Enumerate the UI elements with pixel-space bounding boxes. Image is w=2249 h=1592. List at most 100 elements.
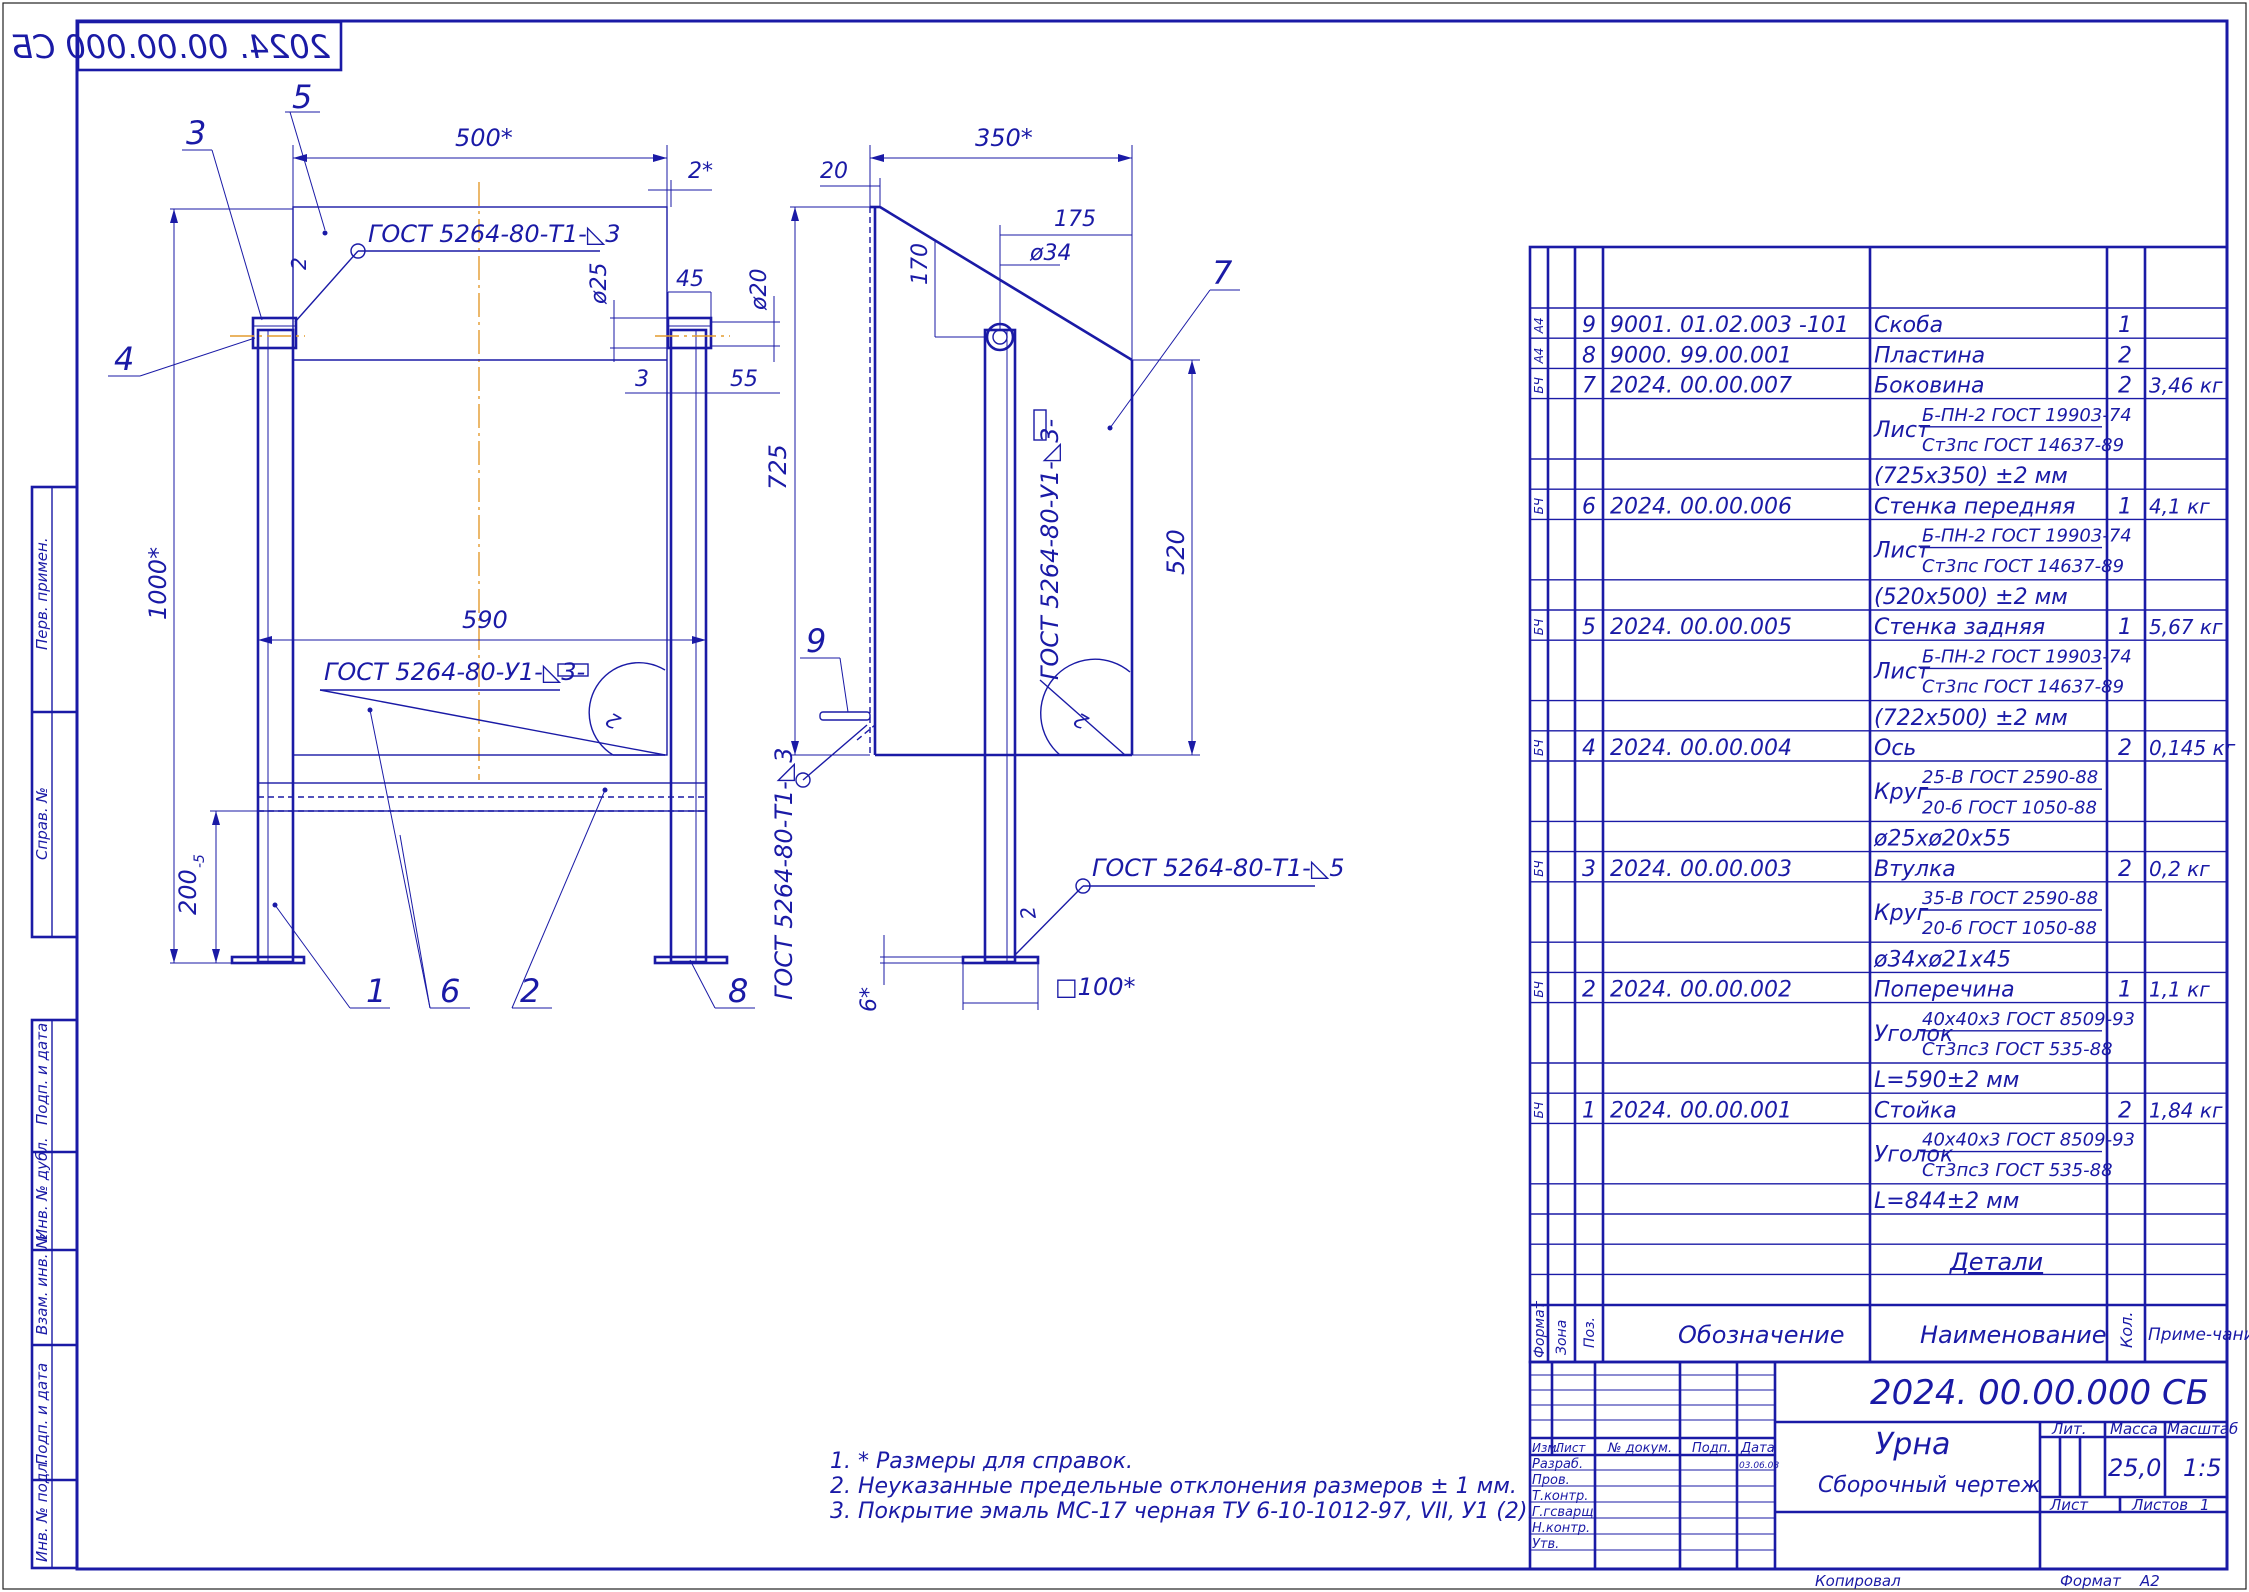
dim-sq100: □100*	[1055, 973, 1135, 1001]
dim-3: 3	[635, 367, 649, 392]
spec-cell-material-prefix: Круг	[1874, 780, 1929, 805]
spec-cell-qty: 2	[2118, 374, 2132, 399]
spec-section-title: Детали	[1949, 1248, 2043, 1276]
spec-cell-material-bottom: Ст3пс ГОСТ 14637-89	[1922, 556, 2124, 577]
spec-cell-format: БЧ	[1532, 740, 1546, 756]
spec-cell-name: Пластина	[1874, 343, 1985, 368]
title-drawing-type: Сборочный чертеж	[1818, 1473, 2041, 1498]
spec-cell-size: L=590±2 мм	[1874, 1068, 2019, 1093]
spec-cell-pos: 3	[1582, 857, 1596, 882]
spec-cell-qty: 2	[2118, 857, 2132, 882]
spec-cell-material-prefix: Уголок	[1874, 1143, 1954, 1168]
dim-2: 2*	[688, 159, 713, 184]
title-scale-value: 1:5	[2183, 1454, 2222, 1482]
spec-cell-format: БЧ	[1532, 1102, 1546, 1118]
stamp-role: Утв.	[1532, 1537, 1559, 1552]
spec-cell-format: БЧ	[1532, 860, 1546, 876]
side-stamp: Перв. примен. Справ. № Подп. и дата Инв.…	[30, 485, 79, 1570]
dim-20: 20	[820, 159, 848, 184]
spec-cell-name: Втулка	[1874, 857, 1956, 882]
dim-725: 725	[764, 444, 792, 490]
spec-cell-note: 0,145 кг	[2149, 736, 2236, 760]
spec-cell-format: А4	[1532, 317, 1546, 334]
title-lit-label: Лит.	[2051, 1420, 2087, 1438]
spec-cell-note: 0,2 кг	[2149, 857, 2210, 881]
spec-cell-material-bottom: 20-б ГОСТ 1050-88	[1922, 918, 2097, 939]
title-block: 2024. 00.00.000 СБ Урна Сборочный чертеж…	[1528, 1360, 2238, 1571]
stamp-sign: Подп.	[1692, 1441, 1731, 1456]
dim-200-tolerance: -5	[192, 854, 208, 868]
side-stamp-label: Инв. № подл.	[33, 1459, 51, 1562]
spec-cell-format: БЧ	[1532, 377, 1546, 393]
spec-cell-designation: 2024. 00.00.001	[1610, 1098, 1792, 1123]
spec-cell-pos: 8	[1582, 343, 1596, 368]
weld-note-side-base: ГОСТ 5264-80-Т1-◺5	[1092, 854, 1345, 882]
spec-cell-size: (725х350) ±2 мм	[1874, 464, 2068, 489]
title-sheet-label: Лист	[2049, 1496, 2089, 1514]
side-stamp-label: Перв. примен.	[33, 537, 51, 650]
dim-45: 45	[676, 267, 704, 292]
spec-cell-pos: 9	[1582, 313, 1596, 338]
dim-1000: 1000*	[144, 547, 172, 620]
spec-cell-designation: 2024. 00.00.002	[1610, 978, 1792, 1003]
dim-350: 350*	[975, 124, 1033, 152]
spec-cell-size: (520х500) ±2 мм	[1874, 585, 2068, 610]
side-stamp-label: Инв. № дубл.	[33, 1137, 51, 1240]
stamp-role: Н.контр.	[1532, 1521, 1590, 1536]
spec-cell-designation: 2024. 00.00.007	[1610, 374, 1792, 399]
spec-cell-pos: 2	[1582, 978, 1596, 1003]
spec-cell-name: Поперечина	[1874, 978, 2015, 1003]
dim-500: 500*	[455, 124, 513, 152]
title-product-name: Урна	[1875, 1427, 1950, 1462]
spec-cell-qty: 1	[2118, 978, 2132, 1003]
spec-cell-format: БЧ	[1532, 981, 1546, 997]
callout-4: 4	[114, 340, 134, 378]
front-view: 500* 2* 1000* 590 200 -5 ø25 45 ø	[108, 78, 780, 1010]
spec-cell-designation: 2024. 00.00.006	[1610, 494, 1792, 519]
technical-notes: 1. * Размеры для справок. 2. Неуказанные…	[830, 1449, 1534, 1524]
spec-cell-designation: 2024. 00.00.005	[1610, 615, 1792, 640]
spec-cell-material-prefix: Лист	[1873, 539, 1931, 564]
spec-cell-qty: 2	[2118, 343, 2132, 368]
dim-175: 175	[1054, 207, 1096, 232]
dim-590: 590	[462, 606, 508, 634]
callout-9: 9	[806, 622, 826, 660]
dim-55: 55	[730, 367, 758, 392]
spec-cell-designation: 2024. 00.00.004	[1610, 736, 1792, 761]
spec-cell-size: L=844±2 мм	[1874, 1189, 2019, 1214]
title-drawing-code: 2024. 00.00.000 СБ	[1870, 1373, 2209, 1413]
spec-header-name: Наименование	[1920, 1321, 2107, 1349]
side-view: 350* 20 175 170 ø34 725 520 6*	[764, 124, 1345, 1012]
title-mass-label: Масса	[2110, 1420, 2158, 1438]
spec-cell-material-top: 40х40х3 ГОСТ 8509-93	[1922, 1009, 2135, 1030]
callout-8: 8	[728, 972, 748, 1010]
stamp-role: Разраб.	[1532, 1457, 1583, 1472]
weld-sym: 2	[1015, 905, 1041, 922]
stamp-doc: № докум.	[1607, 1441, 1672, 1456]
spec-cell-name: Стенка передняя	[1874, 494, 2075, 519]
spec-cell-material-prefix: Лист	[1873, 659, 1931, 684]
stamp-izm: Изм.	[1532, 1441, 1560, 1455]
note-line: 1. * Размеры для справок.	[830, 1449, 1133, 1474]
callout-2: 2	[520, 972, 540, 1010]
dim-200: 200	[174, 869, 202, 915]
spec-cell-format: А4	[1532, 348, 1546, 365]
spec-cell-material-bottom: Ст3пс ГОСТ 14637-89	[1922, 677, 2124, 698]
weld-note-front-top: ГОСТ 5264-80-Т1-◺3	[368, 220, 621, 248]
spec-cell-pos: 7	[1582, 374, 1596, 399]
spec-cell-size: (722х500) ±2 мм	[1874, 706, 2068, 731]
spec-cell-designation: 2024. 00.00.003	[1610, 857, 1792, 882]
spec-cell-format: БЧ	[1532, 498, 1546, 514]
spec-cell-note: 1,84 кг	[2149, 1098, 2223, 1122]
weld-note-side-left: ГОСТ 5264-80-Т1-◺3	[770, 747, 798, 1000]
spec-header-format: Формат	[1532, 1300, 1548, 1358]
side-stamp-label: Подп. и дата	[33, 1363, 51, 1465]
weld-note-side-vertical: ГОСТ 5264-80-У1-◺3-	[1036, 419, 1064, 680]
spec-cell-pos: 1	[1582, 1098, 1596, 1123]
copied-label: Копировал	[1815, 1572, 1901, 1590]
note-line: 2. Неуказанные предельные отклонения раз…	[830, 1474, 1517, 1499]
stamp-role: Т.контр.	[1532, 1489, 1588, 1504]
spec-cell-qty: 1	[2118, 494, 2132, 519]
